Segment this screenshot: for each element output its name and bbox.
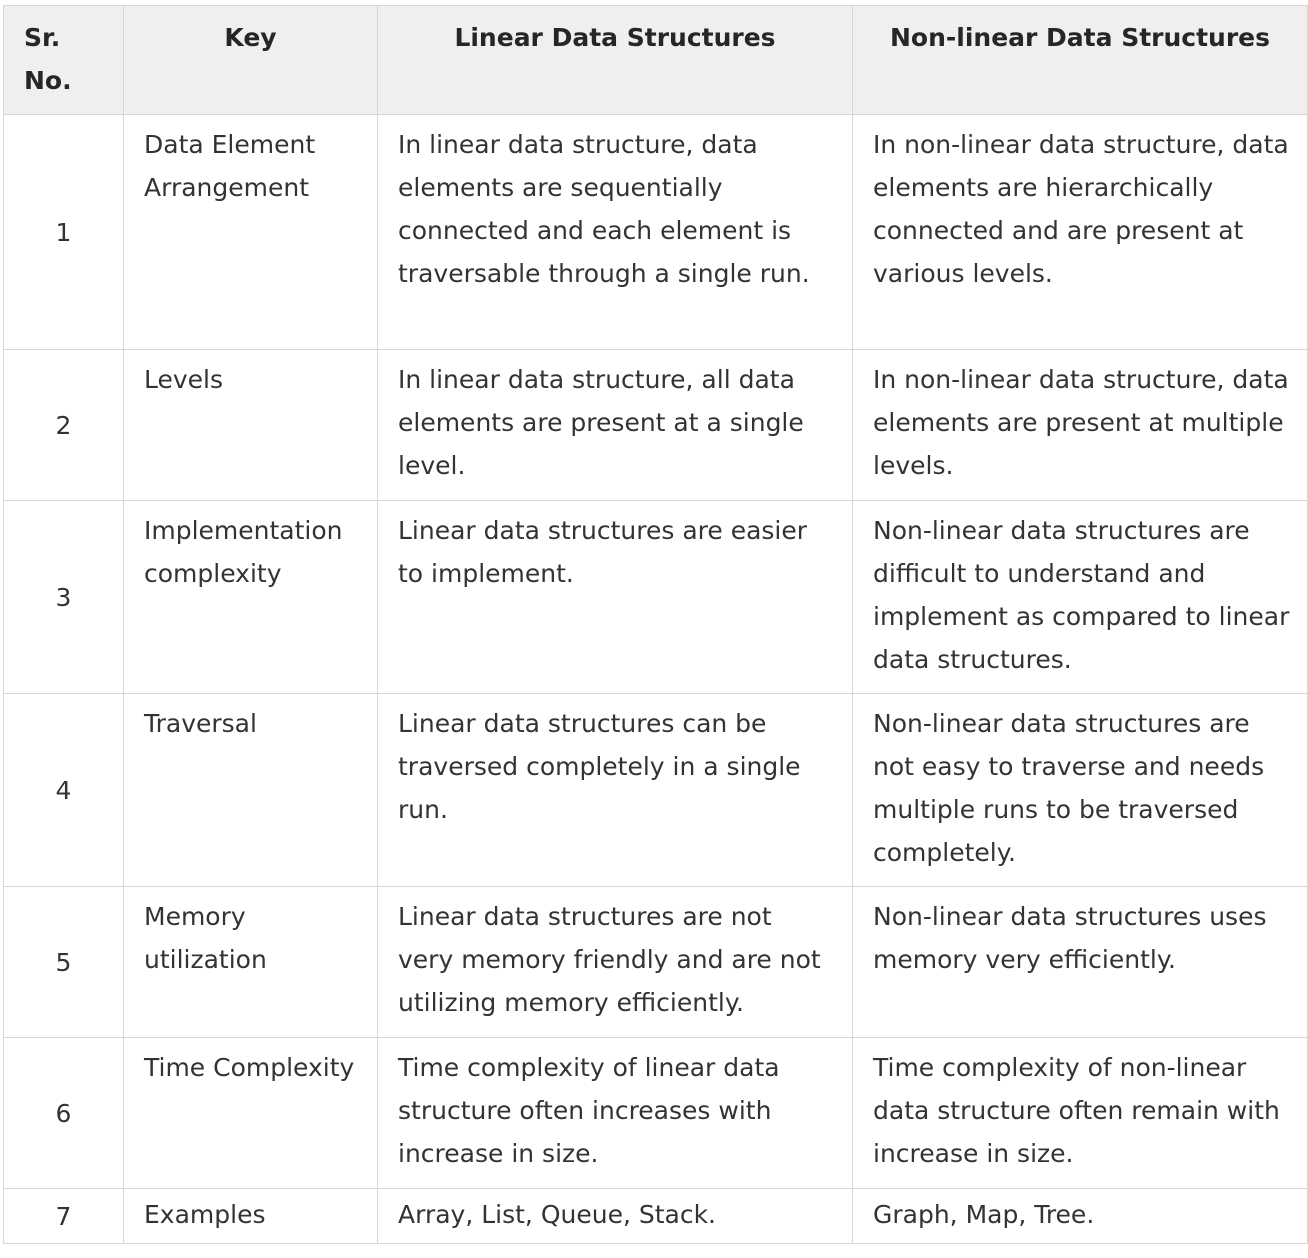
cell-sr-no: 3 [3, 500, 124, 694]
header-key: Key [123, 5, 378, 115]
cell-nonlinear: Graph, Map, Tree. [852, 1188, 1308, 1244]
header-linear: Linear Data Structures [377, 5, 853, 115]
cell-sr-no: 7 [3, 1188, 124, 1244]
cell-nonlinear: Non-linear data structures are difficult… [852, 500, 1308, 694]
cell-nonlinear: In non-linear data structure, data eleme… [852, 114, 1308, 350]
cell-linear: Linear data structures can be traversed … [377, 693, 853, 887]
cell-linear: In linear data structure, data elements … [377, 114, 853, 350]
table-row: 5 Memory utilization Linear data structu… [3, 886, 1308, 1038]
cell-linear: Array, List, Queue, Stack. [377, 1188, 853, 1244]
table-row: 7 Examples Array, List, Queue, Stack. Gr… [3, 1188, 1308, 1244]
table-row: 3 Implementation complexity Linear data … [3, 500, 1308, 694]
cell-linear: In linear data structure, all data eleme… [377, 349, 853, 501]
header-sr-no: Sr. No. [3, 5, 124, 115]
cell-sr-no: 4 [3, 693, 124, 887]
cell-sr-no: 1 [3, 114, 124, 350]
cell-nonlinear: Time complexity of non-linear data struc… [852, 1037, 1308, 1189]
comparison-table: Sr. No. Key Linear Data Structures Non-l… [3, 5, 1308, 1244]
cell-linear: Linear data structures are not very memo… [377, 886, 853, 1038]
header-nonlinear: Non-linear Data Structures [852, 5, 1308, 115]
cell-key: Data Element Arrangement [123, 114, 378, 350]
cell-nonlinear: Non-linear data structures uses memory v… [852, 886, 1308, 1038]
cell-linear: Linear data structures are easier to imp… [377, 500, 853, 694]
cell-key: Time Complexity [123, 1037, 378, 1189]
cell-key: Traversal [123, 693, 378, 887]
table-row: 1 Data Element Arrangement In linear dat… [3, 114, 1308, 350]
cell-linear: Time complexity of linear data structure… [377, 1037, 853, 1189]
cell-key: Examples [123, 1188, 378, 1244]
cell-sr-no: 2 [3, 349, 124, 501]
cell-key: Implementation complexity [123, 500, 378, 694]
cell-nonlinear: In non-linear data structure, data eleme… [852, 349, 1308, 501]
cell-sr-no: 6 [3, 1037, 124, 1189]
table-row: 2 Levels In linear data structure, all d… [3, 349, 1308, 501]
cell-nonlinear: Non-linear data structures are not easy … [852, 693, 1308, 887]
cell-key: Levels [123, 349, 378, 501]
header-row: Sr. No. Key Linear Data Structures Non-l… [3, 5, 1308, 115]
cell-key: Memory utilization [123, 886, 378, 1038]
table-row: 6 Time Complexity Time complexity of lin… [3, 1037, 1308, 1189]
cell-sr-no: 5 [3, 886, 124, 1038]
table-row: 4 Traversal Linear data structures can b… [3, 693, 1308, 887]
